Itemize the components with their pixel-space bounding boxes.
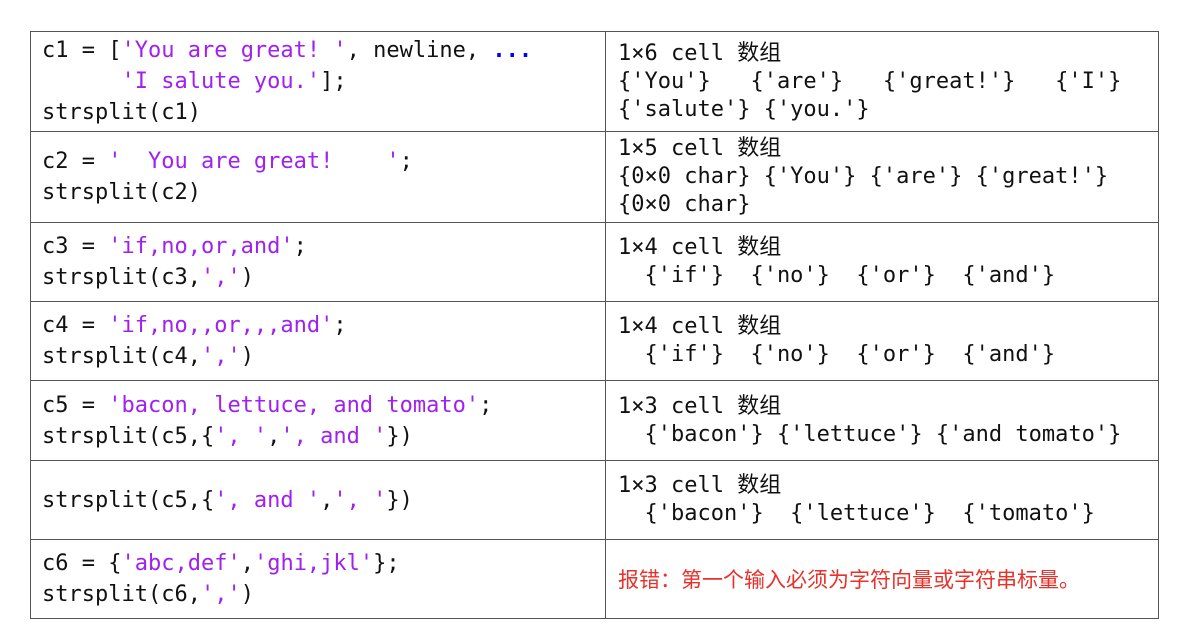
code-token: ; — [293, 234, 307, 259]
code-line: c6 = {'abc,def','ghi,jkl'}; — [42, 548, 605, 579]
string-literal: ',' — [200, 265, 241, 290]
output-cell: 报错：第一个输入必须为字符向量或字符串标量。 — [605, 539, 1159, 619]
code-token: , — [240, 551, 254, 576]
string-literal: 'bacon, lettuce, and tomato' — [108, 392, 480, 418]
code-cell: strsplit(c5,{', and ',', '}) — [30, 460, 606, 540]
code-token: strsplit(c5,{ — [42, 487, 215, 513]
code-token: strsplit(c6, — [42, 582, 201, 607]
code-cell: c4 = 'if,no,,or,,,and';strsplit(c4,',') — [30, 301, 606, 381]
code-line: strsplit(c5,{', and ',', '}) — [42, 485, 605, 516]
string-literal: 'You are great! ' — [121, 38, 347, 63]
code-cell: c1 = ['You are great! ', newline, ... 'I… — [30, 31, 606, 132]
code-token: }) — [386, 423, 413, 449]
string-literal: ', and ' — [280, 423, 387, 449]
code-line: c4 = 'if,no,,or,,,and'; — [42, 310, 605, 341]
string-literal: ' You are great! ' — [108, 149, 400, 174]
table-row: c6 = {'abc,def','ghi,jkl'};strsplit(c6,'… — [30, 539, 1159, 619]
output-line: {'You'} {'are'} {'great!'} {'I'} — [618, 68, 1122, 94]
code-token: , — [267, 423, 281, 449]
code-token: strsplit(c2) — [42, 180, 201, 205]
code-token: ; — [333, 313, 347, 338]
string-literal: ',' — [200, 344, 241, 369]
table-row: c3 = 'if,no,or,and';strsplit(c3,',') 1×4… — [30, 222, 1159, 302]
output-header: 1×4 cell 数组 — [618, 235, 782, 260]
output-line: {'salute'} {'you.'} — [618, 96, 870, 122]
string-literal: ', ' — [214, 423, 268, 449]
output-header: 1×3 cell 数组 — [618, 473, 782, 498]
code-token: c6 = { — [42, 551, 122, 576]
code-line: strsplit(c6,',') — [42, 579, 605, 610]
table-row: c4 = 'if,no,,or,,,and';strsplit(c4,',') … — [30, 301, 1159, 381]
code-cell: c3 = 'if,no,or,and';strsplit(c3,',') — [30, 222, 606, 302]
code-token: ) — [240, 265, 254, 290]
output-cell: 1×5 cell 数组 {0×0 char} {'You'} {'are'} {'… — [605, 131, 1159, 223]
code-cell: c6 = {'abc,def','ghi,jkl'};strsplit(c6,'… — [30, 539, 606, 619]
code-line: c2 = ' You are great! '; — [42, 146, 605, 177]
code-cell: c2 = ' You are great! '; strsplit(c2) — [30, 131, 606, 223]
code-token: }; — [373, 551, 400, 576]
code-token: ; — [399, 149, 413, 174]
code-token: ) — [240, 344, 254, 369]
code-line: c3 = 'if,no,or,and'; — [42, 231, 605, 262]
code-line: strsplit(c1) — [42, 97, 605, 128]
code-token: c2 = — [42, 149, 109, 174]
output-line: {0×0 char} {'You'} {'are'} {'great!'} — [618, 164, 1109, 189]
table-row: c1 = ['You are great! ', newline, ... 'I… — [30, 31, 1159, 132]
code-token: c5 = — [42, 392, 109, 418]
code-token: strsplit(c5,{ — [42, 423, 215, 449]
code-token: strsplit(c1) — [42, 100, 201, 125]
code-token: ) — [240, 582, 254, 607]
string-literal: 'abc,def' — [121, 551, 241, 576]
code-token: }) — [386, 487, 413, 513]
output-line: {'bacon'} {'lettuce'} {'and tomato'} — [618, 421, 1122, 447]
error-message: 报错：第一个输入必须为字符向量或字符串标量。 — [618, 568, 1080, 592]
code-token: strsplit(c3, — [42, 265, 201, 290]
code-cell: c5 = 'bacon, lettuce, and tomato';strspl… — [30, 380, 606, 461]
output-cell: 1×3 cell 数组 {'bacon'} {'lettuce'} {'and … — [605, 380, 1159, 461]
string-literal: ', and ' — [214, 487, 321, 513]
output-line: {'bacon'} {'lettuce'} {'tomato'} — [618, 501, 1095, 526]
strsplit-examples-table: c1 = ['You are great! ', newline, ... 'I… — [30, 31, 1159, 619]
output-header: 1×3 cell 数组 — [618, 393, 782, 419]
output-cell: 1×3 cell 数组 {'bacon'} {'lettuce'} {'toma… — [605, 460, 1159, 540]
code-line: 'I salute you.']; — [42, 66, 605, 97]
string-literal: ', ' — [333, 487, 387, 513]
code-token: c4 = — [42, 313, 109, 338]
table-row: c2 = ' You are great! '; strsplit(c2) 1×5… — [30, 131, 1159, 223]
code-token: ; — [479, 392, 493, 418]
output-line: {0×0 char} — [618, 192, 751, 217]
string-literal: ',' — [200, 582, 241, 607]
code-line: strsplit(c3,',') — [42, 262, 605, 293]
code-line: strsplit(c4,',') — [42, 341, 605, 372]
string-literal: 'if,no,,or,,,and' — [108, 313, 334, 338]
code-line: strsplit(c5,{', ',', and '}) — [42, 421, 605, 452]
code-line: c1 = ['You are great! ', newline, ... — [42, 35, 605, 66]
output-header: 1×6 cell 数组 — [618, 40, 782, 66]
table-row: strsplit(c5,{', and ',', '}) 1×3 cell 数组… — [30, 460, 1159, 540]
code-token — [42, 69, 121, 94]
code-token: c3 = — [42, 234, 109, 259]
string-literal: 'I salute you.' — [121, 69, 321, 94]
string-literal: 'if,no,or,and' — [108, 234, 294, 259]
code-token: strsplit(c4, — [42, 344, 201, 369]
table-row: c5 = 'bacon, lettuce, and tomato';strspl… — [30, 380, 1159, 461]
code-token: , — [320, 487, 334, 513]
code-token: ]; — [320, 69, 347, 94]
code-token: c1 = [ — [42, 38, 122, 63]
code-line: strsplit(c2) — [42, 177, 605, 208]
output-header: 1×4 cell 数组 — [618, 314, 782, 339]
output-header: 1×5 cell 数组 — [618, 136, 782, 161]
string-literal: 'ghi,jkl' — [253, 551, 374, 576]
line-continuation: ... — [492, 38, 533, 63]
output-cell: 1×6 cell 数组{'You'} {'are'} {'great!'} {'… — [605, 31, 1159, 132]
output-line: {'if'} {'no'} {'or'} {'and'} — [618, 263, 1056, 288]
output-line: {'if'} {'no'} {'or'} {'and'} — [618, 342, 1056, 367]
output-cell: 1×4 cell 数组 {'if'} {'no'} {'or'} {'and'} — [605, 222, 1159, 302]
code-token: , newline, — [346, 38, 493, 63]
code-line: c5 = 'bacon, lettuce, and tomato'; — [42, 390, 605, 421]
output-cell: 1×4 cell 数组 {'if'} {'no'} {'or'} {'and'} — [605, 301, 1159, 381]
